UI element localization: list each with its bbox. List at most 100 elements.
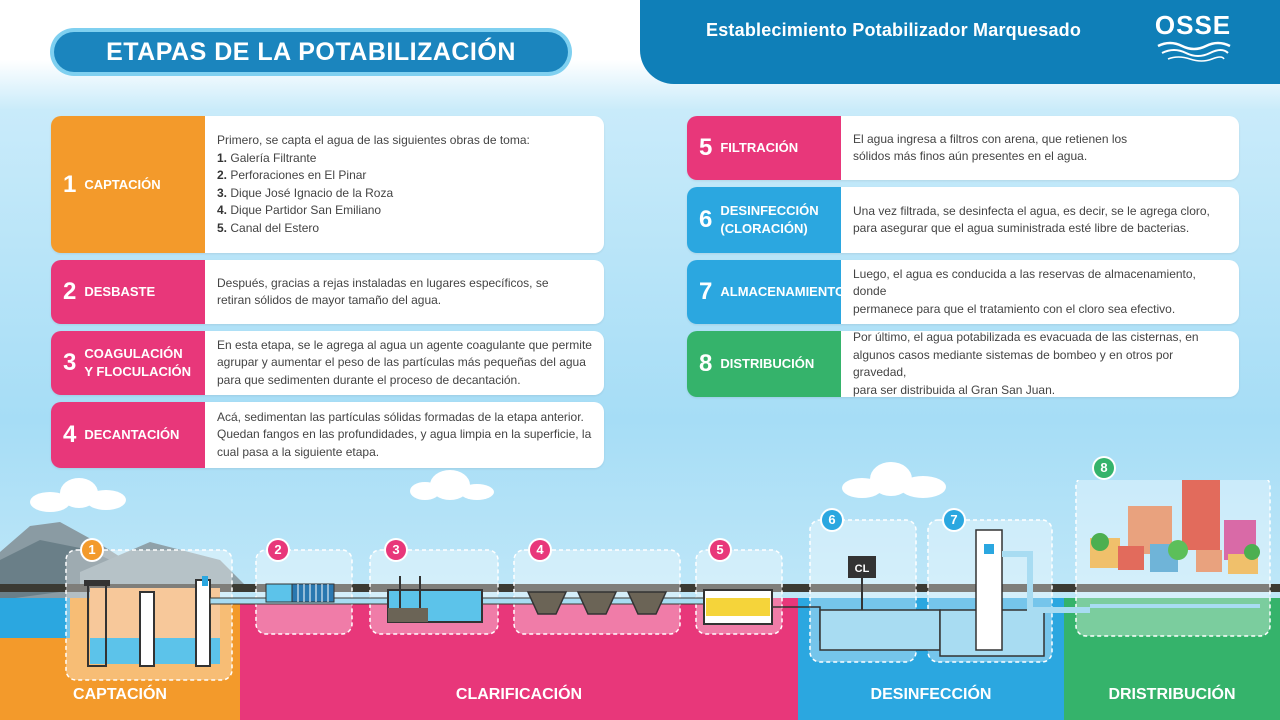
settling-hopper bbox=[626, 591, 668, 615]
step-2-name: DESBASTE bbox=[84, 284, 156, 299]
distribucion-zone bbox=[1064, 598, 1280, 720]
building bbox=[1182, 480, 1220, 550]
intake-item: 2. Perforaciones en El Pinar bbox=[217, 168, 367, 182]
screen-channel bbox=[265, 583, 293, 603]
step-5-name: FILTRACIÓN bbox=[720, 140, 799, 155]
description-line: En esta etapa, se le agrega al agua un a… bbox=[217, 337, 592, 352]
step-3-description: En esta etapa, se le agrega al agua un a… bbox=[205, 331, 604, 395]
osse-logo-text: OSSE bbox=[1154, 10, 1232, 40]
step-4-description: Acá, sedimentan las partículas sólidas f… bbox=[205, 402, 604, 468]
description-line: Una vez filtrada, se desinfecta el agua,… bbox=[853, 203, 1210, 218]
description-line: retiran sólidos de mayor tamaño del agua… bbox=[217, 293, 442, 307]
settling-hopper bbox=[576, 591, 618, 615]
stage-distribucion: DRISTRIBUCIÓN bbox=[1108, 686, 1236, 703]
step-1-name: CAPTACIÓN bbox=[84, 176, 161, 192]
step-card-6: 6 DESINFECCIÓN(CLORACIÓN) Una vez filtra… bbox=[687, 187, 1239, 253]
cloud bbox=[900, 476, 946, 498]
chlorine-label: CL bbox=[855, 563, 870, 575]
logo-waves-icon bbox=[1157, 41, 1231, 62]
tree bbox=[1091, 533, 1109, 551]
tree bbox=[1244, 544, 1260, 560]
stage-clarificacion: CLARIFICACIÓN bbox=[455, 686, 583, 703]
house bbox=[1196, 550, 1222, 572]
valve bbox=[202, 576, 208, 586]
step-7-name: ALMACENAMIENTO bbox=[720, 284, 846, 299]
step-3-number: 3 bbox=[63, 349, 77, 376]
step-1-description: Primero, se capta el agua de las siguien… bbox=[205, 116, 604, 253]
intake-item: 1. Galería Filtrante bbox=[217, 150, 317, 165]
step-card-1: 1 CAPTACIÓN Primero, se capta el agua de… bbox=[51, 116, 604, 253]
intake-pipe bbox=[195, 579, 211, 667]
outflow-pipe bbox=[1002, 551, 1090, 613]
plant-name: Establecimiento Potabilizador Marquesado bbox=[706, 20, 1082, 40]
stage-captacion: CAPTACIÓN bbox=[73, 686, 167, 703]
step-card-4: 4 DECANTACIÓN Acá, sedimentan las partíc… bbox=[51, 402, 604, 468]
flocs bbox=[388, 608, 428, 622]
intake-item: 3. Dique José Ignacio de la Roza bbox=[217, 185, 394, 200]
step-8-number: 8 bbox=[699, 350, 713, 377]
pump-valve bbox=[984, 544, 994, 554]
pump-tower bbox=[975, 529, 1003, 651]
step-6-header: 6 DESINFECCIÓN(CLORACIÓN) bbox=[687, 187, 841, 253]
description-line: Quedan fangos en las profundidades, y ag… bbox=[217, 427, 592, 442]
river bbox=[0, 598, 70, 638]
step-2-number: 2 bbox=[63, 278, 77, 305]
description-line: permanece para que el tratamiento con el… bbox=[853, 301, 1176, 316]
step-7-header: 7 ALMACENAMIENTO bbox=[687, 260, 845, 324]
sand-layer bbox=[706, 598, 770, 616]
settling-hopper bbox=[526, 591, 568, 615]
intake-pipe bbox=[139, 591, 155, 667]
house bbox=[1118, 546, 1144, 570]
step-6-description: Una vez filtrada, se desinfecta el agua,… bbox=[841, 187, 1239, 253]
intake-cap bbox=[84, 580, 110, 586]
page-title: ETAPAS DE LA POTABILIZACIÓN bbox=[54, 32, 568, 72]
step-5-number: 5 bbox=[699, 134, 713, 161]
tree bbox=[1168, 540, 1188, 560]
step-2-header: 2 DESBASTE bbox=[51, 260, 205, 324]
step-1-header: 1 CAPTACIÓN bbox=[51, 116, 205, 253]
marker-6: 6 bbox=[822, 510, 842, 530]
marker-7: 7 bbox=[944, 510, 964, 530]
step-1-number: 1 bbox=[63, 170, 77, 198]
marker-1: 1 bbox=[82, 540, 102, 560]
step-card-7: 7 ALMACENAMIENTO Luego, el agua es condu… bbox=[687, 260, 1239, 324]
step-card-8: 8 DISTRIBUCIÓN Por último, el agua potab… bbox=[687, 331, 1239, 397]
step-6-number: 6 bbox=[699, 206, 713, 233]
page-title-text: ETAPAS DE LA POTABILIZACIÓN bbox=[106, 38, 516, 66]
step-4-header: 4 DECANTACIÓN bbox=[51, 402, 205, 468]
description-line: cual pasa a la siguiente etapa. bbox=[217, 444, 380, 459]
intake-item: 4. Dique Partidor San Emiliano bbox=[217, 203, 382, 217]
description-line: Por último, el agua potabilizada es evac… bbox=[853, 331, 1199, 344]
step-8-description: Por último, el agua potabilizada es evac… bbox=[841, 331, 1239, 397]
step-7-number: 7 bbox=[699, 278, 713, 305]
step-1-intro: Primero, se capta el agua de las siguien… bbox=[217, 133, 530, 147]
stage-desinfeccion: DESINFECCIÓN bbox=[870, 686, 992, 703]
step-card-2: 2 DESBASTE Después, gracias a rejas inst… bbox=[51, 260, 604, 324]
ground-line bbox=[0, 584, 1280, 592]
bar-screen bbox=[291, 583, 335, 603]
chlorine-box bbox=[848, 556, 876, 578]
step-7-description: Luego, el agua es conducida a las reserv… bbox=[841, 260, 1239, 324]
step-4-name: DECANTACIÓN bbox=[84, 427, 180, 442]
description-line: Después, gracias a rejas instaladas en l… bbox=[217, 275, 549, 290]
cloud bbox=[460, 484, 494, 500]
marker-5: 5 bbox=[710, 540, 730, 560]
distribution-network bbox=[1090, 604, 1260, 608]
step-8-header: 8 DISTRIBUCIÓN bbox=[687, 331, 841, 397]
step-6-name: DESINFECCIÓN(CLORACIÓN) bbox=[720, 203, 819, 236]
description-line: agrupar y aumentar el peso de las partíc… bbox=[217, 355, 586, 370]
description-line: para asegurar que el agua suministrada e… bbox=[853, 221, 1190, 235]
description-line: algunos casos mediante sistemas de bombe… bbox=[853, 347, 1174, 380]
step-5-description: El agua ingresa a filtros con arena, que… bbox=[841, 116, 1239, 180]
city bbox=[1090, 480, 1260, 574]
cloud bbox=[86, 490, 126, 510]
marker-2: 2 bbox=[268, 540, 288, 560]
description-line: Luego, el agua es conducida a las reserv… bbox=[853, 266, 1196, 299]
step-5-header: 5 FILTRACIÓN bbox=[687, 116, 841, 180]
intake-item: 5. Canal del Estero bbox=[217, 220, 320, 235]
marker-3: 3 bbox=[386, 540, 406, 560]
description-line: El agua ingresa a filtros con arena, que… bbox=[853, 131, 1128, 146]
